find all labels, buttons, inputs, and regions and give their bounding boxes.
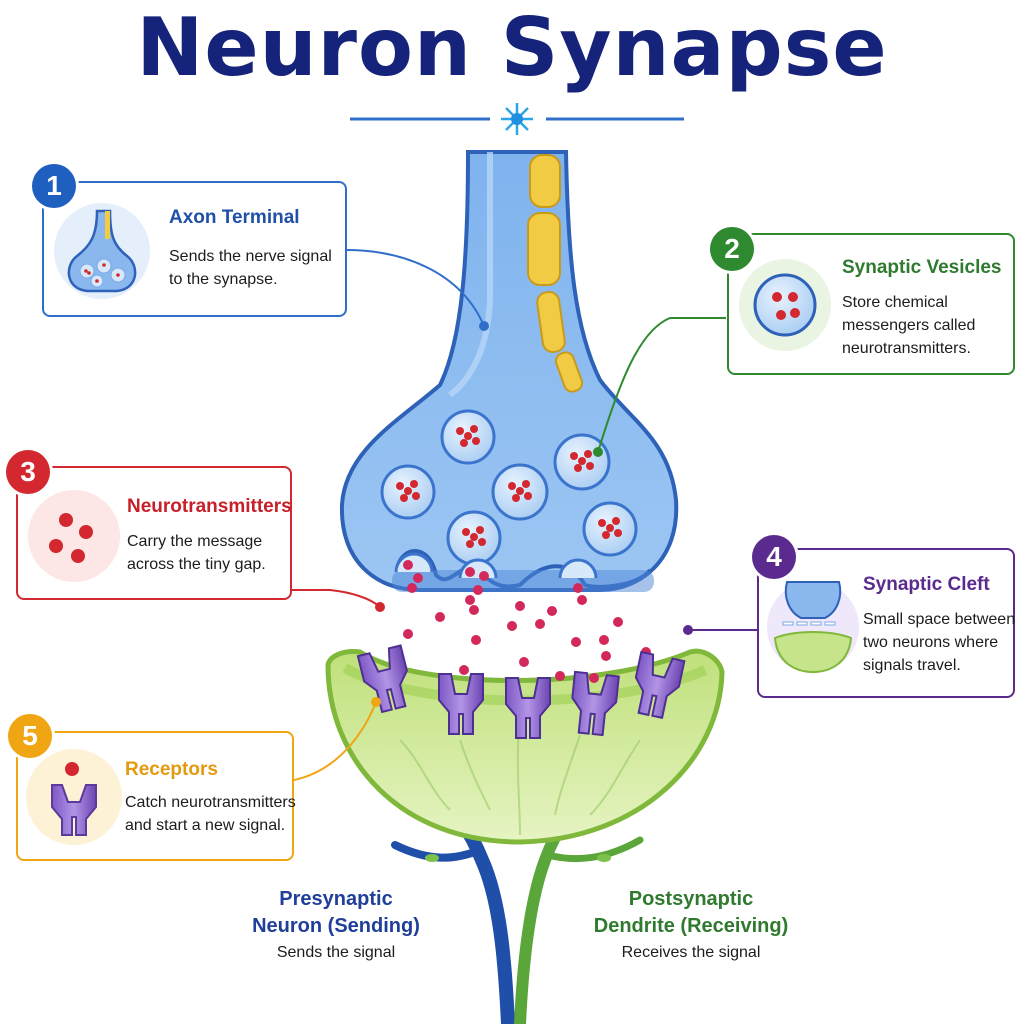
receptor — [571, 670, 620, 737]
synaptic-vesicle — [380, 464, 436, 520]
neurotransmitter-dot — [515, 601, 525, 611]
synaptic-cleft-icon — [767, 581, 859, 674]
neurotransmitter-dot — [465, 567, 475, 577]
card-synaptic-cleft: Synaptic Cleft Small space between two n… — [757, 548, 1015, 698]
page-title: Neuron Synapse — [136, 1, 888, 94]
neurotransmitter-dot — [601, 651, 611, 661]
neurotransmitter-dot — [599, 635, 609, 645]
badge-number-5: 5 — [8, 714, 52, 758]
neurotransmitter-dot — [577, 595, 587, 605]
badge-number-1: 1 — [32, 164, 76, 208]
card-description: Sends the nerve signal to the synapse. — [169, 245, 332, 291]
postsynaptic-label: Postsynaptic Dendrite (Receiving) Receiv… — [578, 886, 804, 962]
description-line: neurotransmitters. — [842, 340, 971, 357]
presynaptic-label: Presynaptic Neuron (Sending) Sends the s… — [226, 886, 446, 962]
connector-lines — [292, 249, 757, 781]
neurotransmitter-dot — [573, 583, 583, 593]
card-description: Carry the message across the tiny gap. — [127, 530, 266, 576]
neurotransmitter-dot — [589, 673, 599, 683]
neurotransmitter-dot — [403, 629, 413, 639]
synaptic-vesicle — [491, 463, 549, 521]
receptor — [356, 644, 408, 714]
neurotransmitter-dot — [465, 595, 475, 605]
card-title: Synaptic Vesicles — [842, 257, 1002, 278]
postsynaptic-title-line: Postsynaptic — [628, 888, 754, 910]
neurotransmitter-dot — [473, 585, 483, 595]
description-line: and start a new signal. — [125, 817, 286, 834]
neurotransmitter-dot — [471, 635, 481, 645]
card-neurotransmitters: Neurotransmitters Carry the message acro… — [16, 466, 292, 600]
presynaptic-title-line: Neuron (Sending) — [252, 915, 420, 937]
neurotransmitter-dot — [571, 637, 581, 647]
presynaptic-subtitle: Sends the signal — [276, 944, 396, 961]
sparkle-icon — [501, 103, 533, 135]
card-receptors: Receptors Catch neurotransmitters and st… — [16, 731, 296, 861]
neurotransmitter-dot — [435, 612, 445, 622]
postsynaptic-title-line: Dendrite (Receiving) — [593, 915, 789, 937]
neurotransmitter-dots — [403, 560, 651, 695]
postsynaptic-title: Postsynaptic Dendrite (Receiving) — [578, 886, 804, 940]
badge-number-2: 2 — [710, 227, 754, 271]
vesicle-icon — [739, 259, 831, 351]
neurotransmitter-dot — [469, 605, 479, 615]
synaptic-vesicle — [440, 409, 496, 465]
card-synaptic-vesicles: Synaptic Vesicles Store chemical messeng… — [727, 233, 1015, 375]
badge-number-4: 4 — [752, 535, 796, 579]
receptor — [438, 673, 484, 735]
neurotransmitter-dot — [479, 571, 489, 581]
description-line: Small space between — [863, 611, 1016, 628]
neurotransmitter-dot — [403, 560, 413, 570]
neurotransmitter-icon — [28, 490, 120, 582]
vesicle-group — [380, 409, 638, 579]
presynaptic-title-line: Presynaptic — [279, 888, 393, 910]
description-line: messengers called — [842, 317, 976, 334]
neurotransmitter-dot — [459, 665, 469, 675]
card-title: Synaptic Cleft — [863, 574, 990, 595]
axon-terminal-icon — [54, 203, 150, 299]
neurotransmitter-dot — [507, 621, 517, 631]
description-line: two neurons where — [863, 634, 999, 651]
card-title: Axon Terminal — [169, 207, 300, 228]
neurotransmitter-dot — [519, 657, 529, 667]
description-line: Sends the nerve signal — [169, 248, 332, 265]
card-axon-terminal: Axon Terminal Sends the nerve signal to … — [42, 181, 347, 317]
description-line: across the tiny gap. — [127, 556, 266, 573]
neurotransmitter-dot — [407, 583, 417, 593]
synaptic-vesicle — [582, 501, 638, 557]
description-line: Catch neurotransmitters — [125, 794, 296, 811]
postsynaptic-subtitle: Receives the signal — [621, 944, 761, 961]
neurotransmitter-dot — [613, 617, 623, 627]
neurotransmitter-dot — [547, 606, 557, 616]
myelin-sheath — [527, 154, 584, 393]
receptor-group — [356, 644, 686, 739]
card-title: Neurotransmitters — [127, 496, 292, 517]
card-description: Small space between two neurons where si… — [863, 608, 1015, 677]
synaptic-vesicle — [446, 510, 502, 566]
fusing-vesicle — [558, 558, 598, 579]
description-line: Carry the message — [127, 533, 263, 550]
neurotransmitter-dot — [413, 573, 423, 583]
description-line: to the synapse. — [169, 271, 278, 288]
neurotransmitter-dot — [535, 619, 545, 629]
receptor — [634, 650, 686, 719]
neurotransmitter-dot — [555, 671, 565, 681]
badge-number-3: 3 — [6, 450, 50, 494]
card-description: Catch neurotransmitters and start a new … — [125, 791, 296, 837]
card-description: Store chemical messengers called neurotr… — [842, 291, 975, 360]
card-title: Receptors — [125, 759, 218, 780]
receptor — [505, 677, 551, 739]
description-line: Store chemical — [842, 294, 948, 311]
title-divider — [350, 103, 684, 135]
presynaptic-title: Presynaptic Neuron (Sending) — [226, 886, 446, 940]
receptor-icon — [26, 749, 122, 845]
description-line: signals travel. — [863, 657, 961, 674]
